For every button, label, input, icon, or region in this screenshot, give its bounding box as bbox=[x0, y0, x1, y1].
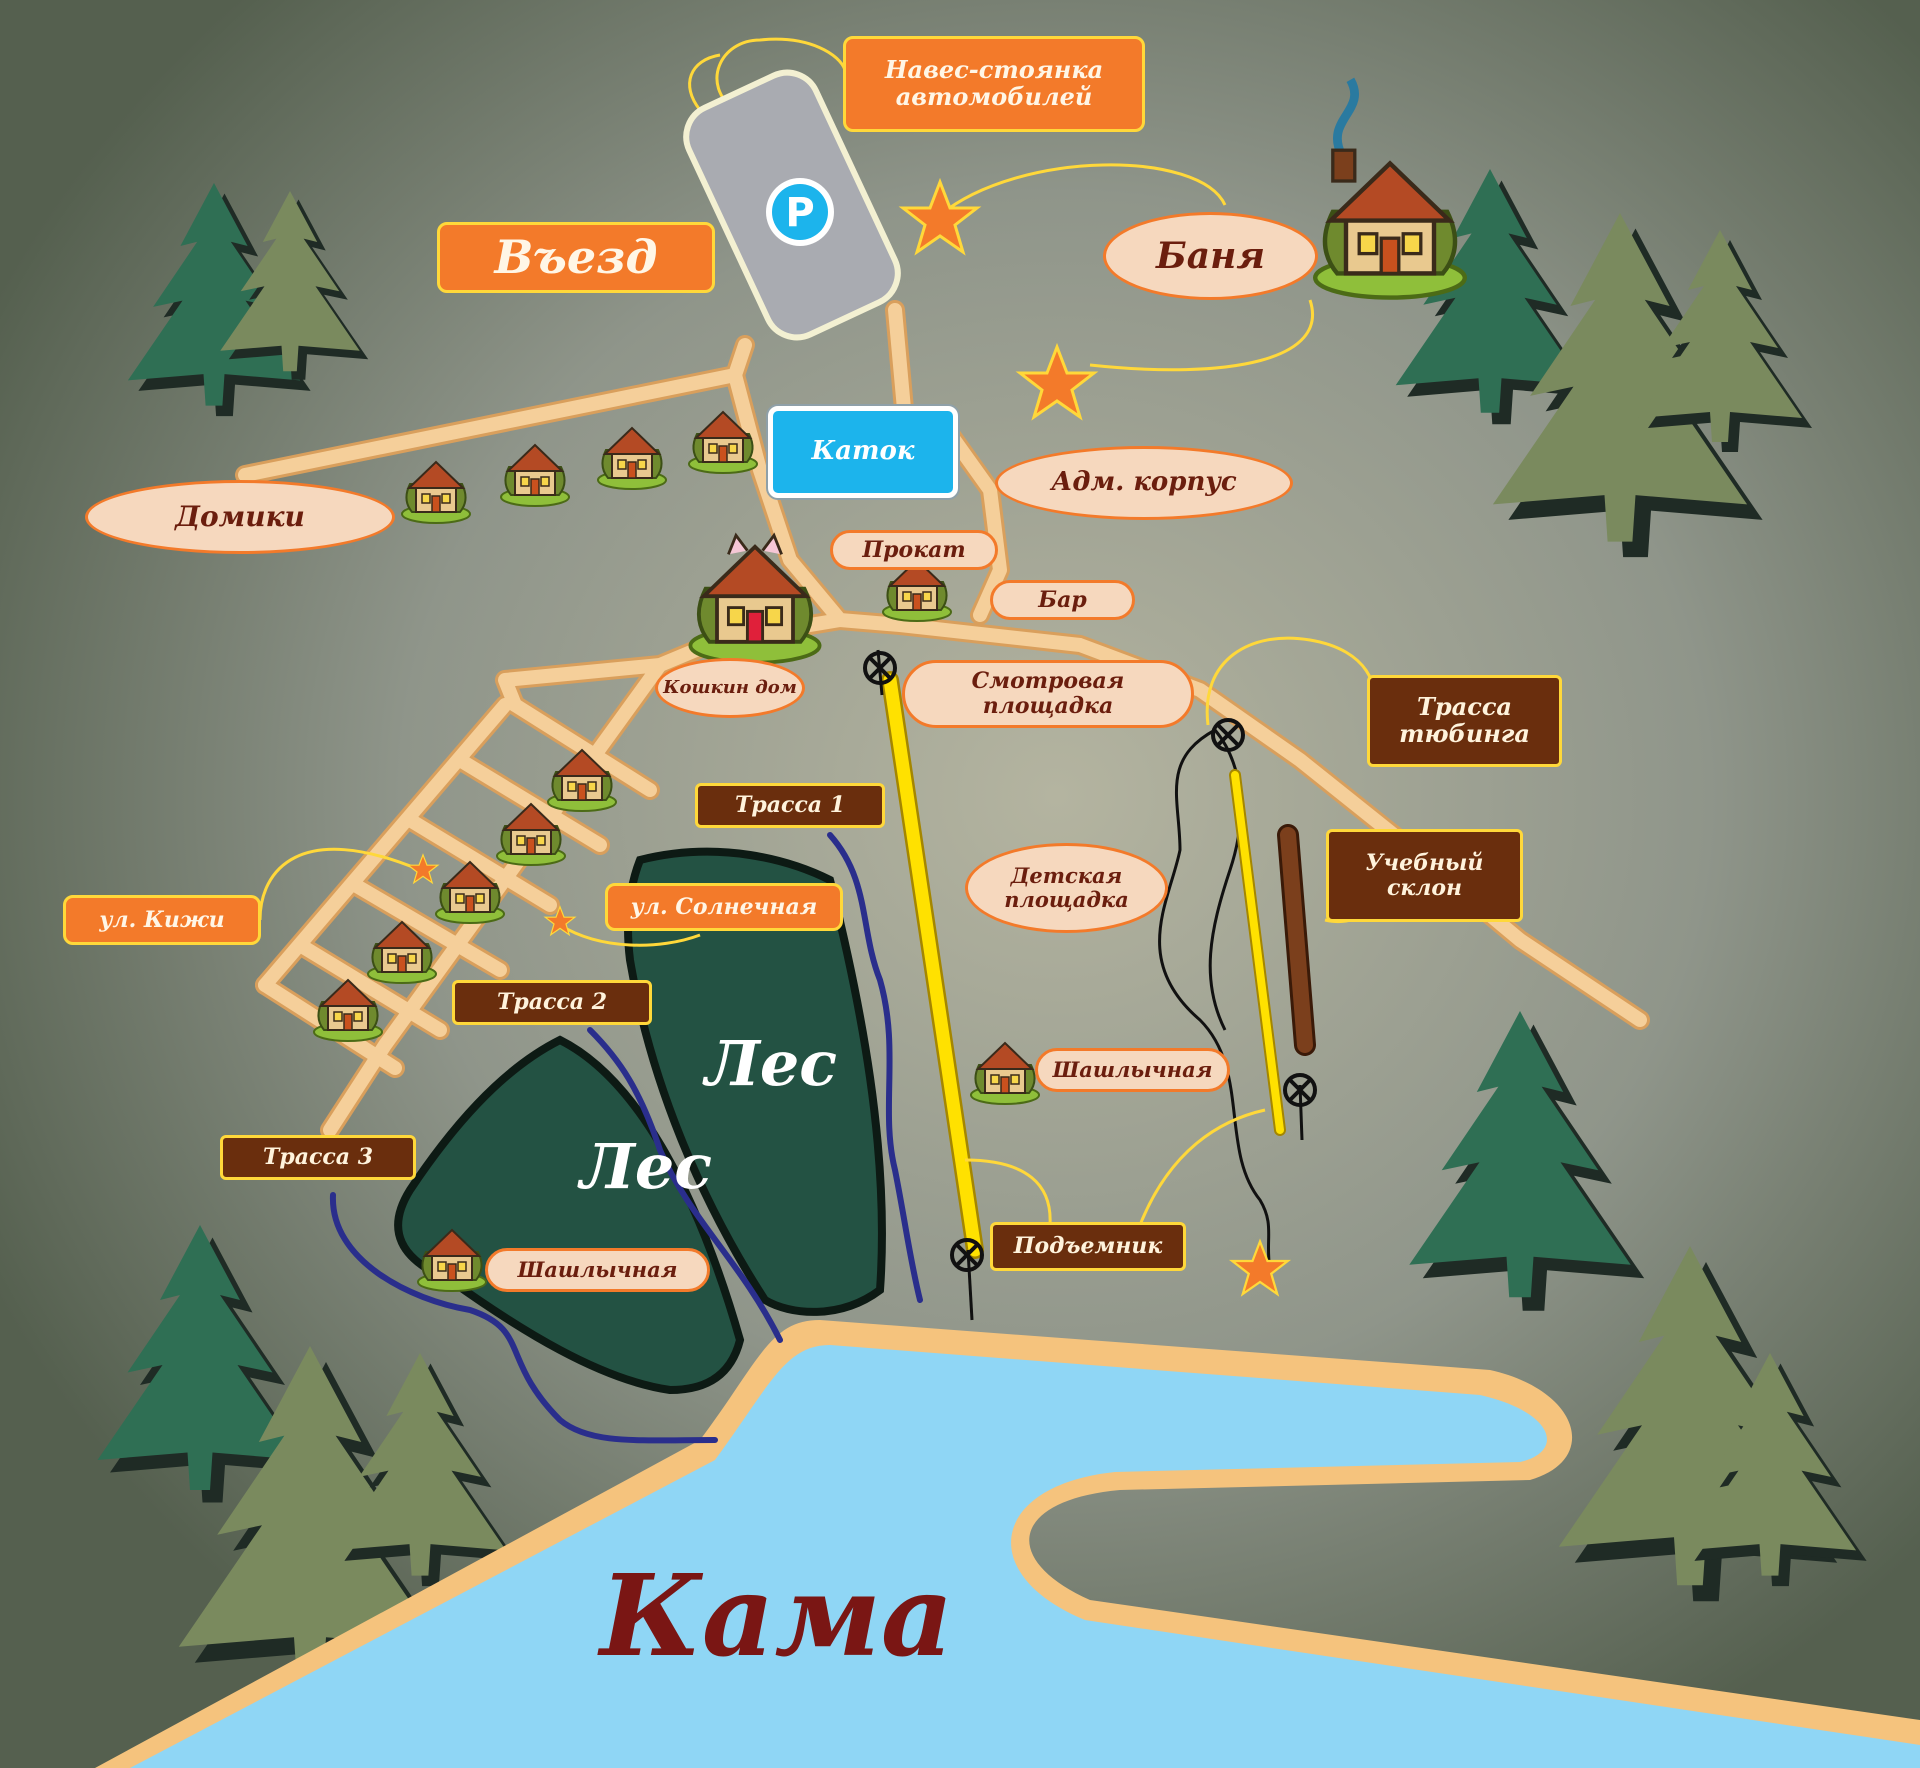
houses bbox=[313, 77, 1465, 1292]
label-rental: Прокат bbox=[830, 530, 998, 570]
label-parking: Навес-стоянка автомобилей bbox=[843, 36, 1145, 132]
label-bath: Баня bbox=[1103, 212, 1318, 300]
label-houses: Домики bbox=[85, 480, 395, 554]
label-training-slope: Учебный склон bbox=[1326, 829, 1523, 922]
label-street-sunny: ул. Солнечная bbox=[605, 883, 843, 931]
svg-text:P: P bbox=[785, 190, 814, 236]
label-bar: Бар bbox=[990, 580, 1135, 620]
label-entry: Въезд bbox=[437, 222, 715, 293]
label-kids-playground: Детская площадка bbox=[965, 843, 1168, 933]
label-lift: Подъемник bbox=[990, 1222, 1186, 1271]
forest-label-1: Лес bbox=[702, 1027, 837, 1100]
cat-house-icon bbox=[688, 532, 822, 665]
tubing-trails bbox=[1158, 728, 1272, 1271]
label-track-1: Трасса 1 bbox=[695, 783, 885, 828]
label-viewpoint: Смотровая площадка bbox=[902, 660, 1194, 728]
river-label: Кама bbox=[597, 1551, 954, 1682]
ski-trails bbox=[329, 832, 923, 1444]
label-rink: Каток bbox=[768, 406, 958, 498]
river-kama bbox=[95, 1320, 1920, 1768]
label-cat-house: Кошкин дом bbox=[655, 658, 805, 718]
label-street-kizhi: ул. Кижи bbox=[63, 895, 261, 945]
callout-lines bbox=[258, 37, 1375, 1241]
ski-lifts bbox=[863, 649, 1317, 1321]
bathhouse-icon bbox=[1315, 77, 1465, 298]
label-track-2: Трасса 2 bbox=[452, 980, 652, 1025]
forest-label-2: Лес bbox=[577, 1130, 712, 1203]
label-admin: Адм. корпус bbox=[995, 446, 1293, 520]
label-track-3: Трасса 3 bbox=[220, 1135, 416, 1180]
label-bbq-2: Шашлычная bbox=[485, 1248, 710, 1292]
parking-icon: P bbox=[766, 178, 834, 246]
label-bbq-1: Шашлычная bbox=[1035, 1048, 1230, 1092]
label-tubing: Трасса тюбинга bbox=[1367, 675, 1562, 767]
forests bbox=[394, 847, 886, 1395]
parking-lot: P bbox=[683, 69, 901, 341]
